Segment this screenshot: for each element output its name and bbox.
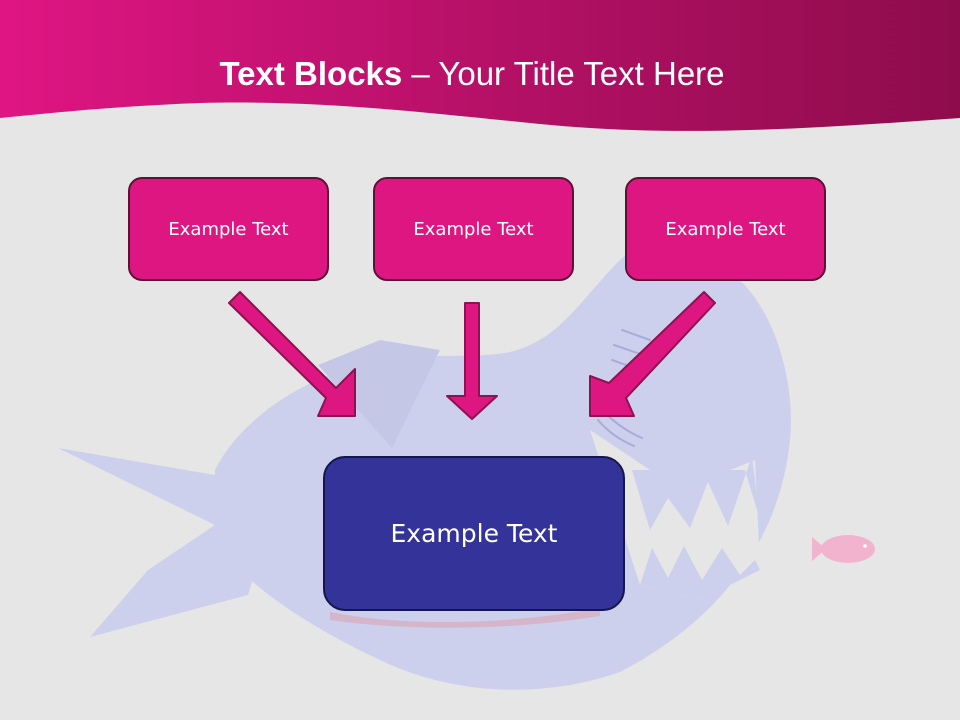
header-band <box>0 0 960 131</box>
text-box-1-label: Example Text <box>168 218 289 240</box>
text-box-3: Example Text <box>625 177 826 281</box>
title-separator: – <box>402 55 439 92</box>
shark-dorsal-fin <box>318 340 440 448</box>
left-arrow <box>228 291 356 417</box>
right-arrow <box>589 291 716 417</box>
shark-belly-shadow <box>330 608 600 628</box>
small-fish-illustration <box>812 535 875 563</box>
center-arrow <box>446 302 498 420</box>
text-box-2-label: Example Text <box>413 218 534 240</box>
arrows <box>228 291 716 420</box>
text-box-3-label: Example Text <box>665 218 786 240</box>
text-box-1: Example Text <box>128 177 329 281</box>
shark-lower-teeth <box>640 546 760 600</box>
title-bold: Text Blocks <box>219 55 403 92</box>
shark-upper-teeth <box>632 456 760 530</box>
center-text-box-label: Example Text <box>390 519 558 548</box>
title-normal: Your Title Text Here <box>438 55 725 92</box>
slide-title: Text Blocks – Your Title Text Here <box>0 52 944 96</box>
text-box-2: Example Text <box>373 177 574 281</box>
center-text-box: Example Text <box>323 456 625 611</box>
